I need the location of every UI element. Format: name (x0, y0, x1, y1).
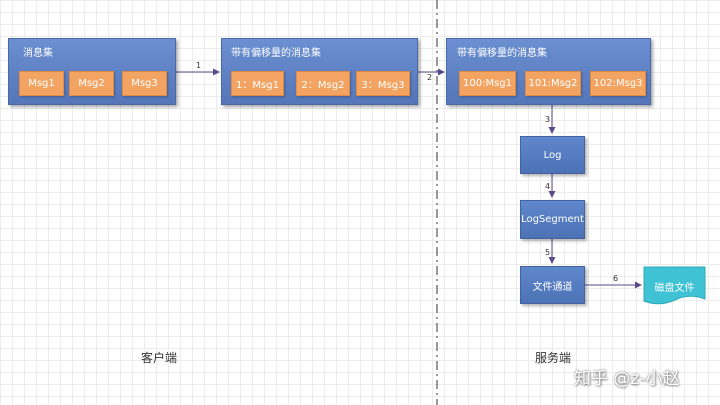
client-offset-message-1: 1：Msg1 (231, 71, 284, 96)
client-message-set-title: 消息集 (23, 48, 53, 59)
edge-6-label: 6 (613, 274, 619, 283)
server-offset-message-1: 100:Msg1 (459, 71, 516, 96)
server-offset-message-3: 102:Msg3 (590, 71, 646, 96)
disk-file-shape (643, 266, 706, 305)
edge-4-label: 4 (545, 182, 551, 191)
edge-5-label: 5 (545, 248, 551, 257)
client-message-1: Msg1 (19, 71, 64, 96)
server-side-label: 服务端 (535, 351, 572, 365)
client-message-set: 消息集 Msg1 Msg2 Msg3 (8, 38, 176, 105)
disk-file-label: 磁盘文件 (654, 283, 695, 294)
client-offset-message-set-title: 带有偏移量的消息集 (231, 48, 321, 59)
file-channel-box: 文件通道 (520, 266, 585, 304)
edge-2-label: 2 (427, 73, 433, 82)
server-offset-message-set: 带有偏移量的消息集 100:Msg1 101:Msg2 102:Msg3 (446, 38, 651, 105)
server-offset-message-2: 101:Msg2 (525, 71, 581, 96)
log-segment-box: LogSegment (520, 200, 585, 239)
client-message-3: Msg3 (122, 71, 167, 96)
server-offset-message-set-title: 带有偏移量的消息集 (457, 48, 547, 59)
zhihu-watermark: 知乎 @z-小赵 (574, 369, 680, 389)
client-message-2: Msg2 (69, 71, 114, 96)
client-offset-message-3: 3：Msg3 (356, 71, 410, 96)
edge-1-label: 1 (196, 61, 202, 70)
edge-3-label: 3 (545, 115, 551, 124)
client-side-label: 客户端 (141, 351, 178, 365)
client-offset-message-set: 带有偏移量的消息集 1：Msg1 2：Msg2 3：Msg3 (221, 38, 418, 105)
client-offset-message-2: 2：Msg2 (296, 71, 350, 96)
log-box: Log (520, 136, 585, 174)
